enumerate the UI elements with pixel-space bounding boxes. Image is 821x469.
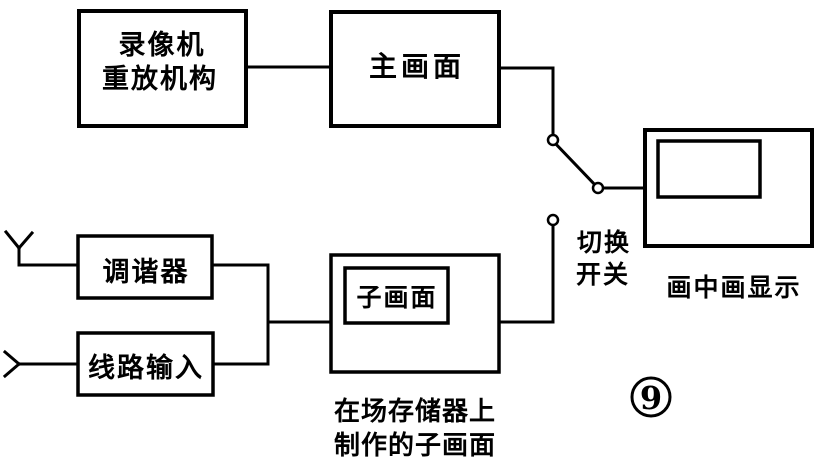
- main-picture-box: [329, 10, 501, 128]
- line-input-arrow-icon: [2, 349, 80, 379]
- switch-arm-line: [550, 138, 600, 190]
- switch-pole-contact: [591, 181, 605, 195]
- line-input-label: 线路输入: [88, 352, 204, 384]
- pip-display-label: 画中画显示: [666, 273, 801, 302]
- switch-lower-contact: [546, 213, 560, 227]
- figure-number-circle: [630, 376, 672, 418]
- wire-main-to-switch-contact: [497, 66, 555, 138]
- tuner-label: 调谐器: [103, 257, 190, 288]
- sub-picture-outer-box: [329, 253, 501, 374]
- main-picture-label: 主画面: [369, 50, 465, 83]
- antenna-icon: [3, 229, 80, 267]
- sub-caption-line2: 制作的子画面: [334, 430, 496, 461]
- vcr-label-line2: 重放机构: [102, 63, 218, 95]
- sub-picture-inner-box: [343, 266, 450, 325]
- sub-picture-label: 子画面: [356, 283, 437, 312]
- figure-number: 9: [640, 379, 662, 417]
- vcr-box: [77, 9, 248, 128]
- tv-screen-inset-box: [656, 139, 762, 199]
- switch-label-line1: 切换: [577, 228, 631, 257]
- tuner-box: [76, 234, 214, 300]
- vcr-label-line1: 录像机: [119, 30, 206, 61]
- switch-label-line2: 开关: [576, 260, 630, 289]
- switch-upper-contact: [546, 133, 560, 147]
- line-input-box: [76, 331, 215, 397]
- sub-caption-line1: 在场存储器上: [334, 396, 496, 427]
- tv-monitor-box: [643, 128, 814, 248]
